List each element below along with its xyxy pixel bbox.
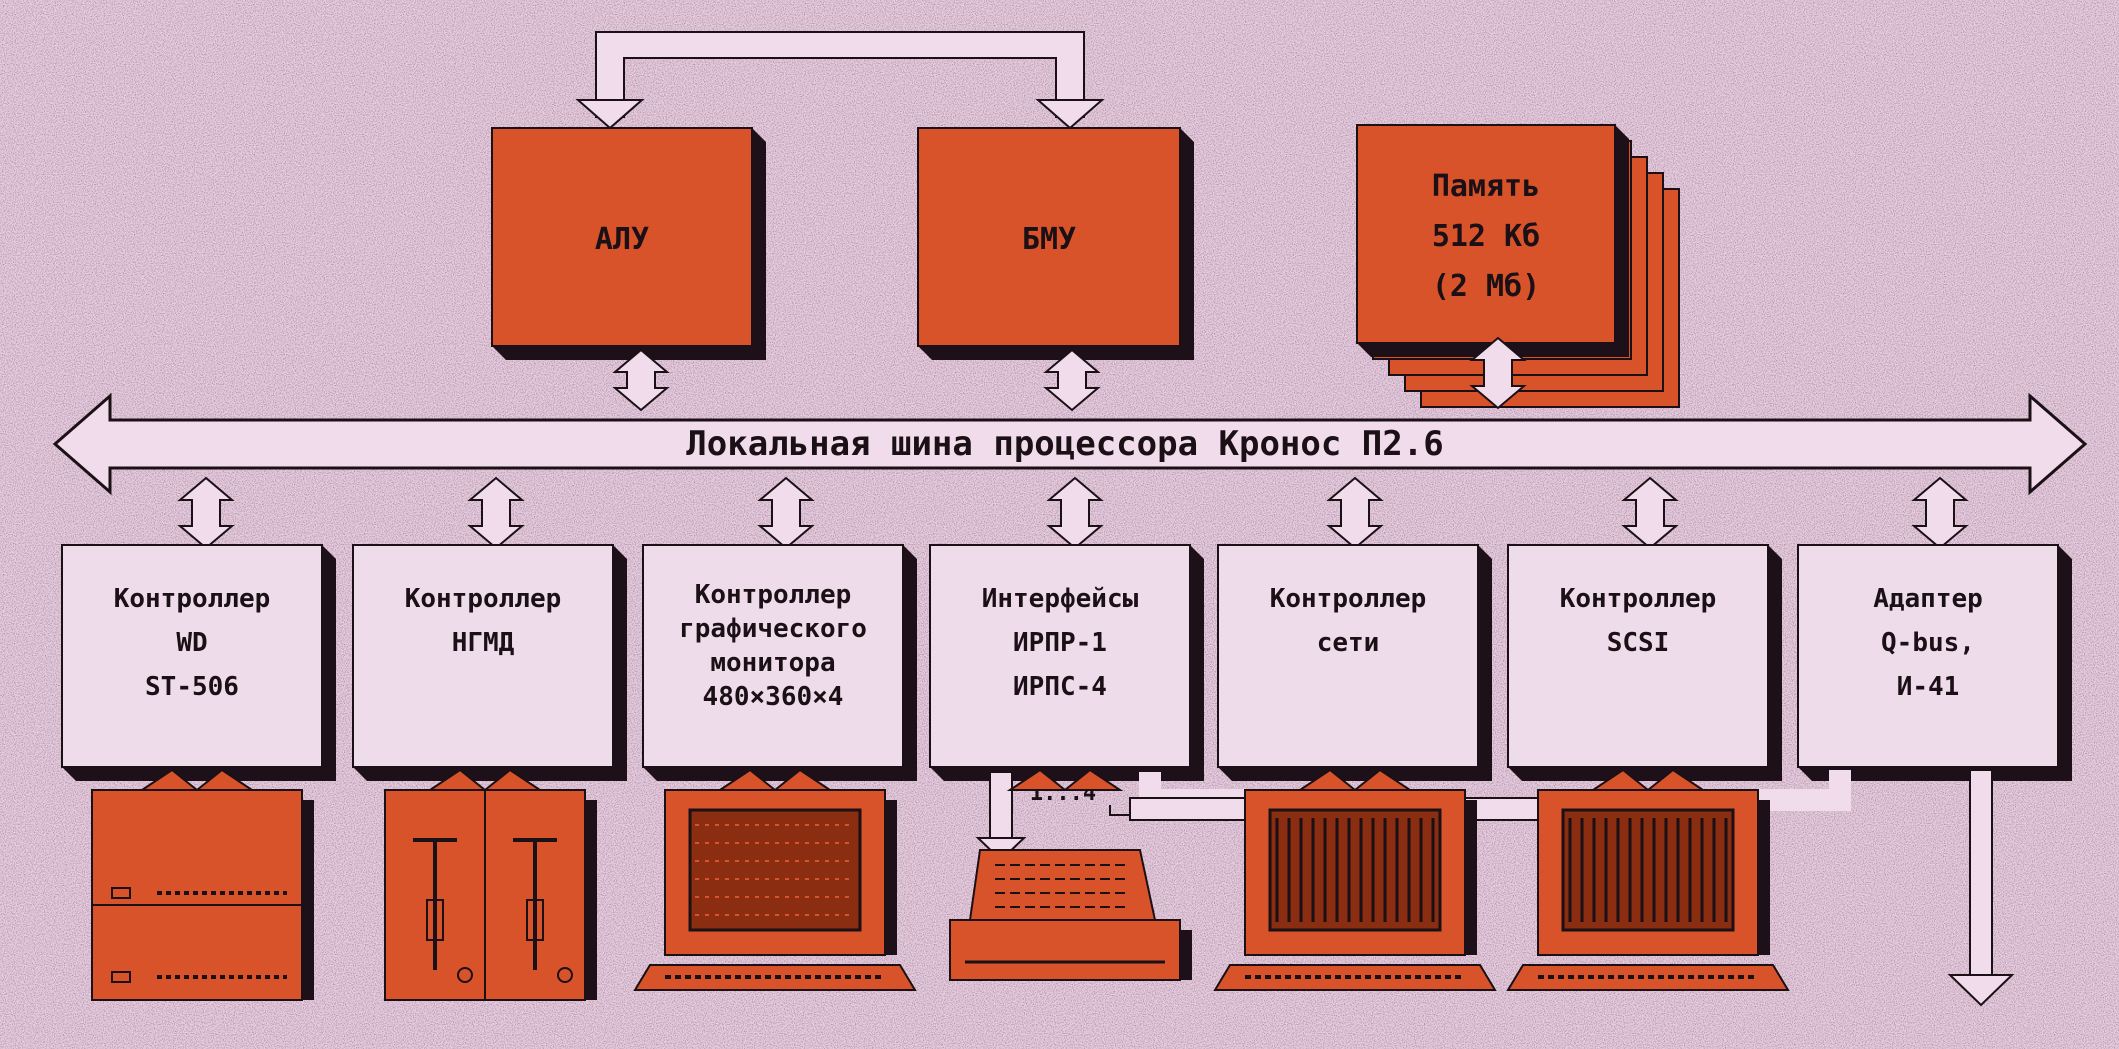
device-network-terminal-screen	[1270, 810, 1440, 930]
block-memory-label: 512 Кб	[1432, 219, 1540, 254]
controller-wd-label: Контроллер	[114, 584, 271, 614]
device-hard-disk	[92, 770, 314, 1000]
block-alu-label: АЛУ	[595, 222, 649, 257]
controller-interfaces-label: ИРПС-4	[1013, 672, 1107, 702]
controller-graphics-label: монитора	[710, 648, 835, 678]
controller-interfaces-label: Интерфейсы	[982, 584, 1139, 614]
device-floppy-drives-case-shadow	[585, 800, 597, 1000]
controller-scsi-label: Контроллер	[1560, 584, 1717, 614]
block-bmu-label: БМУ	[1022, 222, 1076, 257]
device-hard-disk-case-shadow	[302, 800, 314, 1000]
device-printer-body	[950, 920, 1180, 980]
controller-interfaces	[930, 545, 1204, 781]
device-graphics-monitor-screen	[690, 810, 860, 930]
controller-scsi	[1508, 545, 1782, 781]
controller-wd-label: WD	[176, 628, 207, 658]
controller-adapter-label: Адаптер	[1873, 584, 1983, 614]
printer-connector	[990, 772, 1012, 842]
controller-ngmd-label: НГМД	[452, 628, 515, 658]
controller-graphics-label: Контроллер	[695, 580, 852, 610]
device-scsi-terminal-case-shadow	[1758, 800, 1770, 955]
device-scsi-terminal-screen	[1563, 810, 1733, 930]
controller-wd-label: ST-506	[145, 672, 239, 702]
device-graphics-monitor-case-shadow	[885, 800, 897, 955]
controller-ngmd	[353, 545, 627, 781]
controller-scsi-label: SCSI	[1607, 628, 1670, 658]
controller-wd	[62, 545, 336, 781]
adapter-output-line	[1970, 770, 1992, 975]
bus-label: Локальная шина процессора Кронос П2.6	[686, 424, 1443, 464]
controller-network-label: сети	[1317, 628, 1380, 658]
controller-graphics-label: графического	[679, 614, 867, 644]
device-floppy-drives	[385, 770, 597, 1000]
controller-network-label: Контроллер	[1270, 584, 1427, 614]
device-printer-body-shadow	[1180, 930, 1192, 980]
controller-adapter	[1798, 545, 2072, 781]
controller-interfaces-label: ИРПР-1	[1013, 628, 1107, 658]
controller-network	[1218, 545, 1492, 781]
device-network-terminal-case-shadow	[1465, 800, 1477, 955]
controller-graphics-label: 480×360×4	[703, 682, 844, 712]
block-memory-label: (2 Мб)	[1432, 269, 1540, 304]
controller-adapter-label: Q-bus,	[1881, 628, 1975, 658]
controller-adapter-label: И-41	[1897, 672, 1960, 702]
device-printer-paper	[970, 850, 1155, 920]
controller-ngmd-label: Контроллер	[405, 584, 562, 614]
block-memory-label: Память	[1432, 169, 1540, 204]
